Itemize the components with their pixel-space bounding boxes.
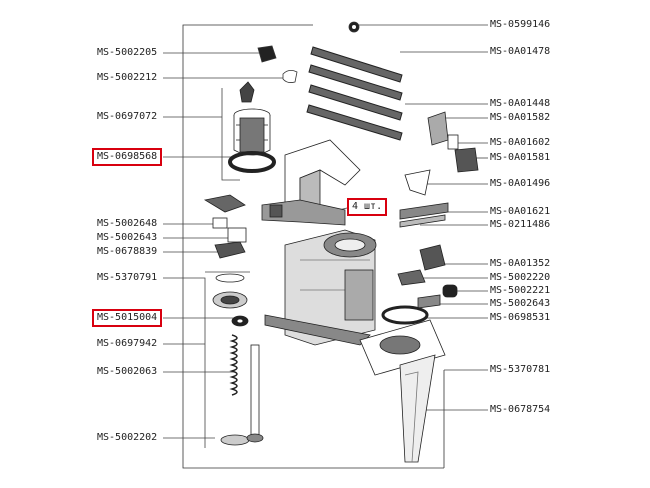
rods [306,46,403,141]
boiler-chamber [228,81,276,173]
label-ms-0211486: MS-0211486 [490,219,551,230]
right-small-parts [397,111,479,309]
label-ms-0a01582: MS-0A01582 [490,112,551,123]
quantity-callout: 4 шт. [347,198,388,216]
label-ms-5002063: MS-5002063 [97,366,158,377]
label-ms-5002221: MS-5002221 [490,285,551,296]
label-ms-0678839: MS-0678839 [97,246,158,257]
label-ms-5002205: MS-5002205 [97,47,158,58]
label-ms-5002202: MS-5002202 [97,432,158,443]
label-ms-0a01602: MS-0A01602 [490,137,551,148]
label-ms-0697942: MS-0697942 [97,338,158,349]
base-tray [359,305,446,463]
frame-outline [182,24,444,469]
label-ms-0678754: MS-0678754 [490,404,551,415]
label-ms-0697072: MS-0697072 [97,111,158,122]
label-ms-0a01478: MS-0A01478 [490,46,551,57]
label-ms-0a01496: MS-0A01496 [490,178,551,189]
label-ms-0698568: MS-0698568 [92,148,163,166]
nut-part [348,21,360,33]
upper-body-frame [261,139,361,226]
label-ms-5002220: MS-5002220 [490,272,551,283]
label-ms-0a01581: MS-0A01581 [490,152,551,163]
label-ms-0a01448: MS-0A01448 [490,98,551,109]
label-ms-5002648: MS-5002648 [97,218,158,229]
label-ms-5002643-right: MS-5002643 [490,298,551,309]
label-ms-5002212: MS-5002212 [97,72,158,83]
label-ms-0a01352: MS-0A01352 [490,258,551,269]
label-ms-5370791: MS-5370791 [97,272,158,283]
left-small-parts [203,194,264,446]
heating-block [264,229,377,346]
right-leaders [358,24,488,411]
label-ms-0a01621: MS-0A01621 [490,206,551,217]
label-ms-5002643: MS-5002643 [97,232,158,243]
cap-parts [257,45,298,83]
label-ms-5015004: MS-5015004 [92,309,163,327]
left-leaders [163,52,287,448]
label-ms-0698531: MS-0698531 [490,312,551,323]
label-ms-5370781: MS-5370781 [490,364,551,375]
label-ms-0599146: MS-0599146 [490,19,551,30]
